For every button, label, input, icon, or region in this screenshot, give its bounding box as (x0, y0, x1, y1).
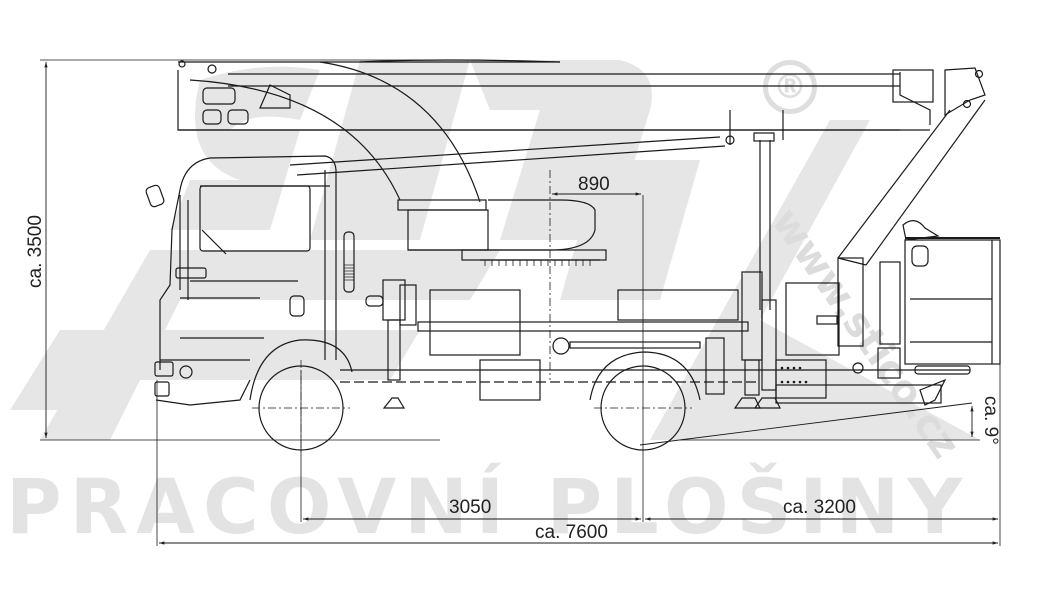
dimension-wheelbase-label: 3050 (449, 497, 492, 518)
dimension-angle-label: ca. 9° (980, 396, 1001, 445)
dimension-rear-overhang-label: ca. 3200 (783, 497, 856, 518)
dimension-turret-offset-label: 890 (578, 174, 610, 195)
dimension-height-label: ca. 3500 (25, 215, 46, 288)
dimension-total-length-label: ca. 7600 (535, 522, 608, 543)
bottom-watermark-text: PRACOVNÍ PLOŠINY (6, 462, 971, 551)
